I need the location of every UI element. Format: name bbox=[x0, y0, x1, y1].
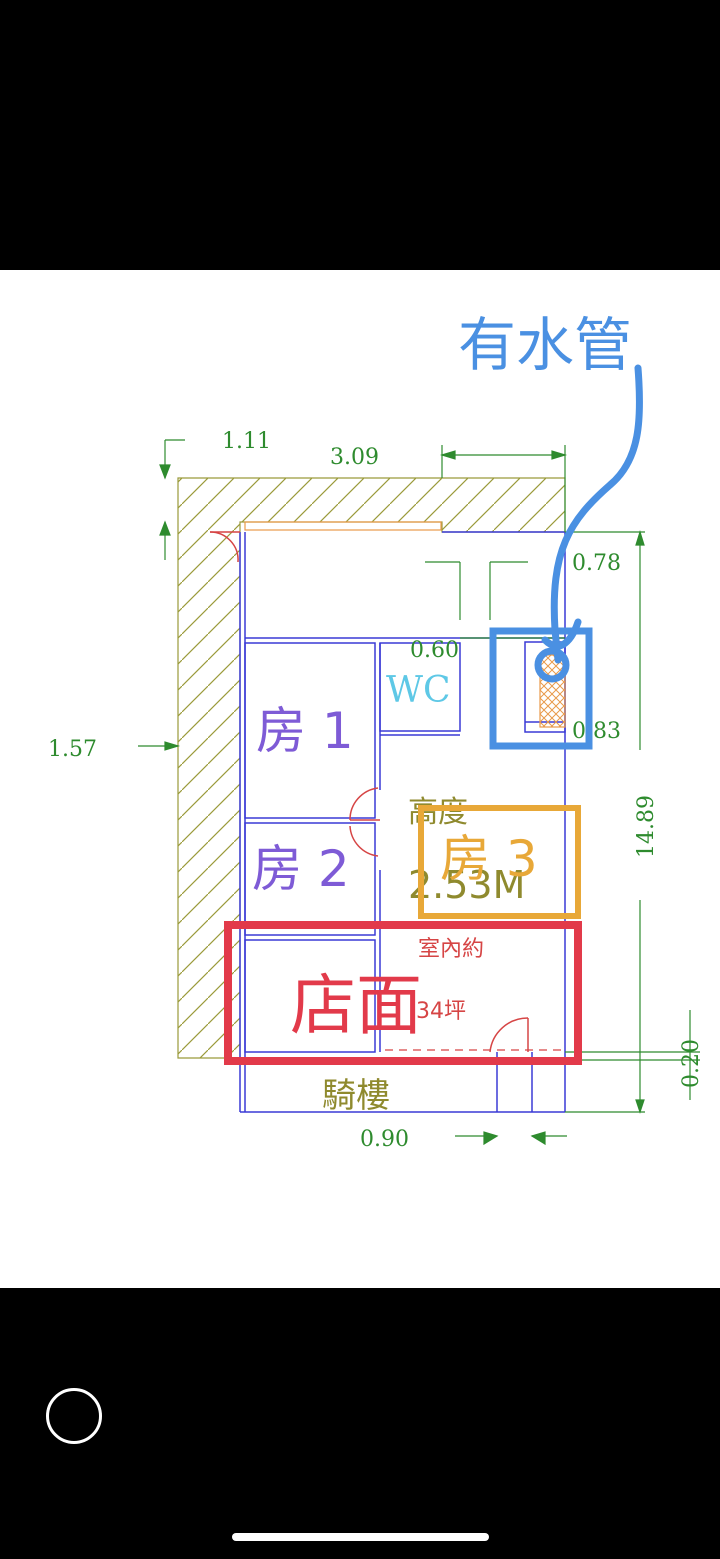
height-label: 高度 bbox=[408, 795, 468, 830]
dimension-lines bbox=[138, 439, 700, 1146]
water-pipe-box bbox=[489, 627, 593, 750]
pipe-shaft bbox=[539, 654, 566, 728]
dim-14-89: 14.89 bbox=[634, 795, 659, 858]
arcade-label: 騎樓 bbox=[322, 1076, 390, 1116]
door-arcs bbox=[209, 531, 529, 1053]
storefront-label: 店面 bbox=[290, 967, 422, 1044]
floor-plan-drawing: 1.11 3.09 0.78 0.60 0.83 1.57 14.89 0.20… bbox=[48, 311, 704, 1152]
room-1-label: 房 1 bbox=[256, 702, 354, 760]
dim-1-11: 1.11 bbox=[222, 429, 271, 454]
storefront-box bbox=[224, 921, 582, 1065]
room-2-label: 房 2 bbox=[252, 840, 350, 898]
height-value: 2.53M bbox=[408, 863, 525, 907]
building-outline bbox=[239, 531, 566, 1113]
dim-0-90: 0.90 bbox=[360, 1127, 409, 1152]
dim-3-09: 3.09 bbox=[330, 445, 379, 470]
area-label: 室內約 bbox=[418, 937, 484, 962]
water-pipe-arrow bbox=[534, 364, 644, 683]
floor-plan-photo: 1.11 3.09 0.78 0.60 0.83 1.57 14.89 0.20… bbox=[0, 270, 720, 1288]
top-beam bbox=[244, 521, 442, 531]
dim-1-57: 1.57 bbox=[48, 737, 97, 762]
circle-home-icon[interactable] bbox=[46, 1388, 102, 1444]
water-pipe-label: 有水管 bbox=[458, 311, 632, 379]
dim-0-60: 0.60 bbox=[410, 638, 459, 663]
home-indicator-bar[interactable] bbox=[232, 1533, 489, 1541]
area-value: 34坪 bbox=[416, 999, 466, 1024]
wc-label: WC bbox=[386, 670, 451, 711]
room-3-box bbox=[418, 805, 581, 919]
dim-0-83: 0.83 bbox=[572, 719, 621, 744]
dim-0-20: 0.20 bbox=[679, 1039, 704, 1088]
dim-0-78: 0.78 bbox=[572, 551, 621, 576]
room-3-label: 房 3 bbox=[440, 830, 538, 888]
